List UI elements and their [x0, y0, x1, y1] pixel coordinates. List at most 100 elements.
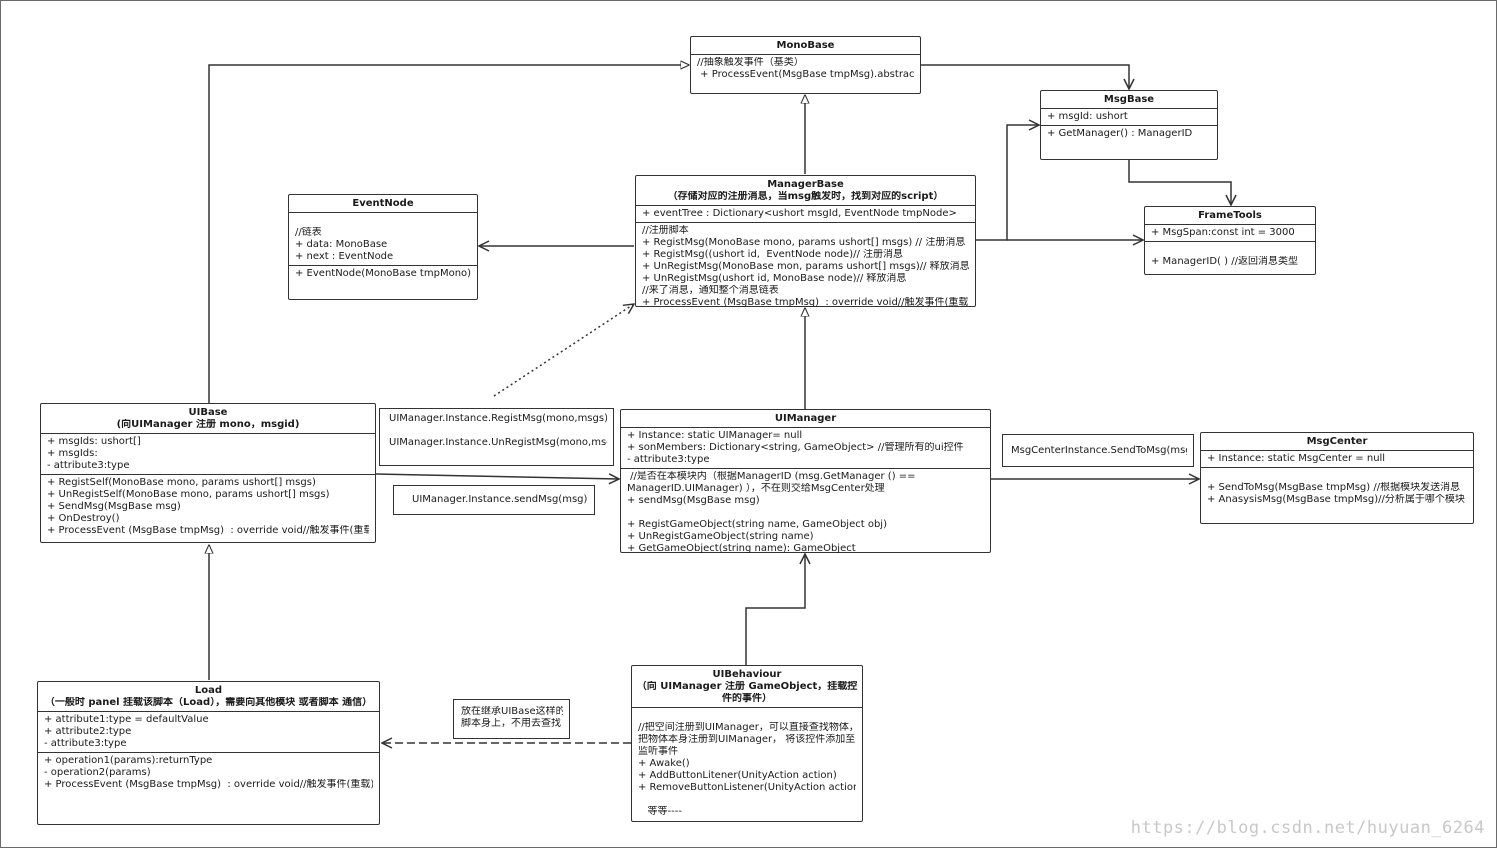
class-member: + GetGameObject(string name): GameObject	[627, 543, 856, 554]
class-attributes: + attribute1:type = defaultValue+ attrib…	[38, 712, 379, 753]
class-member	[638, 794, 856, 806]
class-member: + data: MonoBase	[295, 239, 388, 250]
class-uibehaviour: UIBehaviour（向 UIManager 注册 GameObject，挂载…	[631, 665, 863, 822]
class-member: + UnRegistGameObject(string name)	[627, 531, 814, 542]
msgbase-to-frametools	[1128, 160, 1231, 205]
class-load: Load（一般时 panel 挂载该脚本（Load），需要向其他模块 或者脚本 …	[37, 681, 380, 825]
class-member	[638, 710, 856, 722]
watermark: https://blog.csdn.net/huyuan_6264	[1130, 818, 1485, 838]
uibehaviour-to-uimanager	[745, 554, 805, 665]
class-title-line: 件的事件）	[722, 693, 772, 704]
note-line: UIManager.Instance.sendMsg(msg)	[412, 494, 588, 505]
class-member: ManagerID.UIManager) ），不在则交给MsgCenter处理	[627, 483, 885, 494]
class-operations: //把空间注册到UIManager，可以直接查找物体，把物体本身注册到UIMan…	[632, 708, 862, 820]
class-member: //是否在本模块内（根据ManagerID (msg.GetManager ()…	[627, 471, 916, 482]
class-operations: //注册脚本+ RegistMsg(MonoBase mono, params …	[636, 223, 975, 311]
note-regist-msg: UIManager.Instance.RegistMsg(mono,msgs) …	[379, 408, 614, 466]
class-operations: + RegistSelf(MonoBase mono, params ushor…	[41, 475, 375, 539]
class-title-line: UIBehaviour	[712, 669, 782, 680]
class-member: //来了消息，通知整个消息链表	[642, 285, 779, 296]
class-header: UIManager	[621, 410, 990, 428]
note-line: 脚本身上，不用去查找	[461, 718, 561, 729]
class-member: + AddButtonLitener(UnityAction action)	[638, 770, 837, 781]
class-eventnode: EventNode //链表+ data: MonoBase+ next : E…	[288, 194, 478, 300]
class-managerbase: ManagerBase（存储对应的注册消息，当msg触发时，找到对应的scrip…	[635, 175, 976, 308]
class-member: //抽象触发事件（基类）	[697, 57, 804, 68]
managerbase-to-msgbase	[976, 125, 1039, 241]
class-member: + ProcessEvent (MsgBase tmpMsg) : overri…	[642, 297, 969, 308]
class-member: + RegistMsg((ushort id, EventNode node)/…	[642, 249, 904, 260]
class-member: + msgIds:	[47, 448, 98, 459]
class-member	[1207, 470, 1467, 482]
class-member: - attribute3:type	[47, 460, 130, 471]
class-title-line: （向 UIManager 注册 GameObject，挂载控	[636, 681, 858, 692]
class-member: + attribute2:type	[44, 726, 132, 737]
note-to-managerbase	[493, 304, 634, 397]
class-title-line: ManagerBase	[767, 179, 844, 190]
class-member: + sendMsg(MsgBase msg)	[627, 495, 760, 506]
note-inherit-uibase: 放在继承UIBase这样的脚本身上，不用去查找	[453, 699, 570, 739]
class-member: + OnDestroy()	[47, 513, 120, 524]
class-header: MonoBase	[691, 37, 920, 55]
class-operations: //抽象触发事件（基类） + ProcessEvent(MsgBase tmpM…	[691, 55, 920, 83]
class-operations: + ManagerID( ) //返回消息类型	[1145, 242, 1315, 270]
class-attributes: + msgId: ushort	[1041, 109, 1217, 126]
class-header: Load（一般时 panel 挂载该脚本（Load），需要向其他模块 或者脚本 …	[38, 682, 379, 712]
class-member: 把物体本身注册到UIManager， 将该控件添加至	[638, 734, 856, 745]
class-frametools: FrameTools+ MsgSpan:const int = 3000 + M…	[1144, 206, 1316, 275]
class-member: + next : EventNode	[295, 251, 394, 262]
class-title-line: UIManager	[774, 413, 837, 424]
class-title-line: Load	[194, 685, 223, 696]
class-member: 监听事件	[638, 746, 678, 757]
class-attributes: + eventTree : Dictionary<ushort msgId, E…	[636, 206, 975, 223]
class-attributes: + Instance: static UIManager= null+ sonM…	[621, 428, 990, 469]
class-member	[1151, 244, 1309, 256]
class-header: EventNode	[289, 195, 477, 213]
class-monobase: MonoBase //抽象触发事件（基类） + ProcessEvent(MsgB…	[690, 36, 921, 94]
class-uibase: UIBase(向UIManager 注册 mono，msgid) + msgIds…	[40, 403, 376, 543]
class-title-line: （一般时 panel 挂载该脚本（Load），需要向其他模块 或者脚本 通信）	[44, 697, 373, 708]
class-member: + eventTree : Dictionary<ushort msgId, E…	[642, 208, 957, 219]
class-uimanager: UIManager + Instance: static UIManager= n…	[620, 409, 991, 554]
class-member: + UnRegistMsg(ushort id, MonoBase node)/…	[642, 273, 907, 284]
class-member: + sonMembers: Dictionary<string, GameObj…	[627, 442, 964, 453]
class-member: + ManagerID( ) //返回消息类型	[1151, 256, 1298, 267]
note-send-to-msg: MsgCenterInstance.SendToMsg(msg)	[1002, 434, 1194, 467]
class-title-line: MsgCenter	[1306, 436, 1368, 447]
class-title-line: MonoBase	[776, 40, 835, 51]
class-operations: + GetManager() : ManagerID	[1041, 126, 1217, 142]
class-title-line: MsgBase	[1103, 94, 1155, 105]
class-member: + Awake()	[638, 758, 690, 769]
class-member: + ProcessEvent (MsgBase tmpMsg) : overri…	[44, 779, 373, 790]
class-member: + EventNode(MonoBase tmpMono)	[295, 268, 471, 279]
class-header: ManagerBase（存储对应的注册消息，当msg触发时，找到对应的scrip…	[636, 176, 975, 206]
class-member: + RegistMsg(MonoBase mono, params ushort…	[642, 237, 966, 248]
class-attributes: + MsgSpan:const int = 3000	[1145, 225, 1315, 242]
uibase-to-uimanager	[375, 474, 619, 479]
class-member	[295, 215, 471, 227]
uibase-to-monobase	[208, 65, 689, 403]
class-member: + Instance: static UIManager= null	[627, 430, 803, 441]
note-line: 放在继承UIBase这样的	[461, 706, 563, 717]
class-member: + SendMsg(MsgBase msg)	[47, 501, 181, 512]
class-operations: + SendToMsg(MsgBase tmpMsg) //根据模块发送消息+ …	[1201, 468, 1473, 508]
class-attributes: //链表+ data: MonoBase+ next : EventNode	[289, 213, 477, 266]
class-member: + SendToMsg(MsgBase tmpMsg) //根据模块发送消息	[1207, 482, 1461, 493]
class-attributes: + Instance: static MsgCenter = null	[1201, 451, 1473, 468]
class-member: 等等----	[638, 806, 682, 817]
class-member: + RemoveButtonListener(UnityAction actio…	[638, 782, 856, 793]
class-header: UIBehaviour（向 UIManager 注册 GameObject，挂载…	[632, 666, 862, 708]
class-member	[627, 507, 984, 519]
class-header: FrameTools	[1145, 207, 1315, 225]
class-header: UIBase(向UIManager 注册 mono，msgid)	[41, 404, 375, 434]
note-line: UIManager.Instance.RegistMsg(mono,msgs)	[389, 413, 607, 424]
note-line	[389, 425, 607, 437]
class-title-line: (向UIManager 注册 mono，msgid)	[116, 419, 300, 430]
class-member: //注册脚本	[642, 225, 689, 236]
class-header: MsgCenter	[1201, 433, 1473, 451]
class-member: + UnRegistSelf(MonoBase mono, params ush…	[47, 489, 330, 500]
class-member: - attribute3:type	[627, 454, 710, 465]
class-operations: + operation1(params):returnType- operati…	[38, 753, 379, 793]
class-member: + attribute1:type = defaultValue	[44, 714, 209, 725]
class-member: + UnRegistMsg(MonoBase mon, params ushor…	[642, 261, 969, 272]
